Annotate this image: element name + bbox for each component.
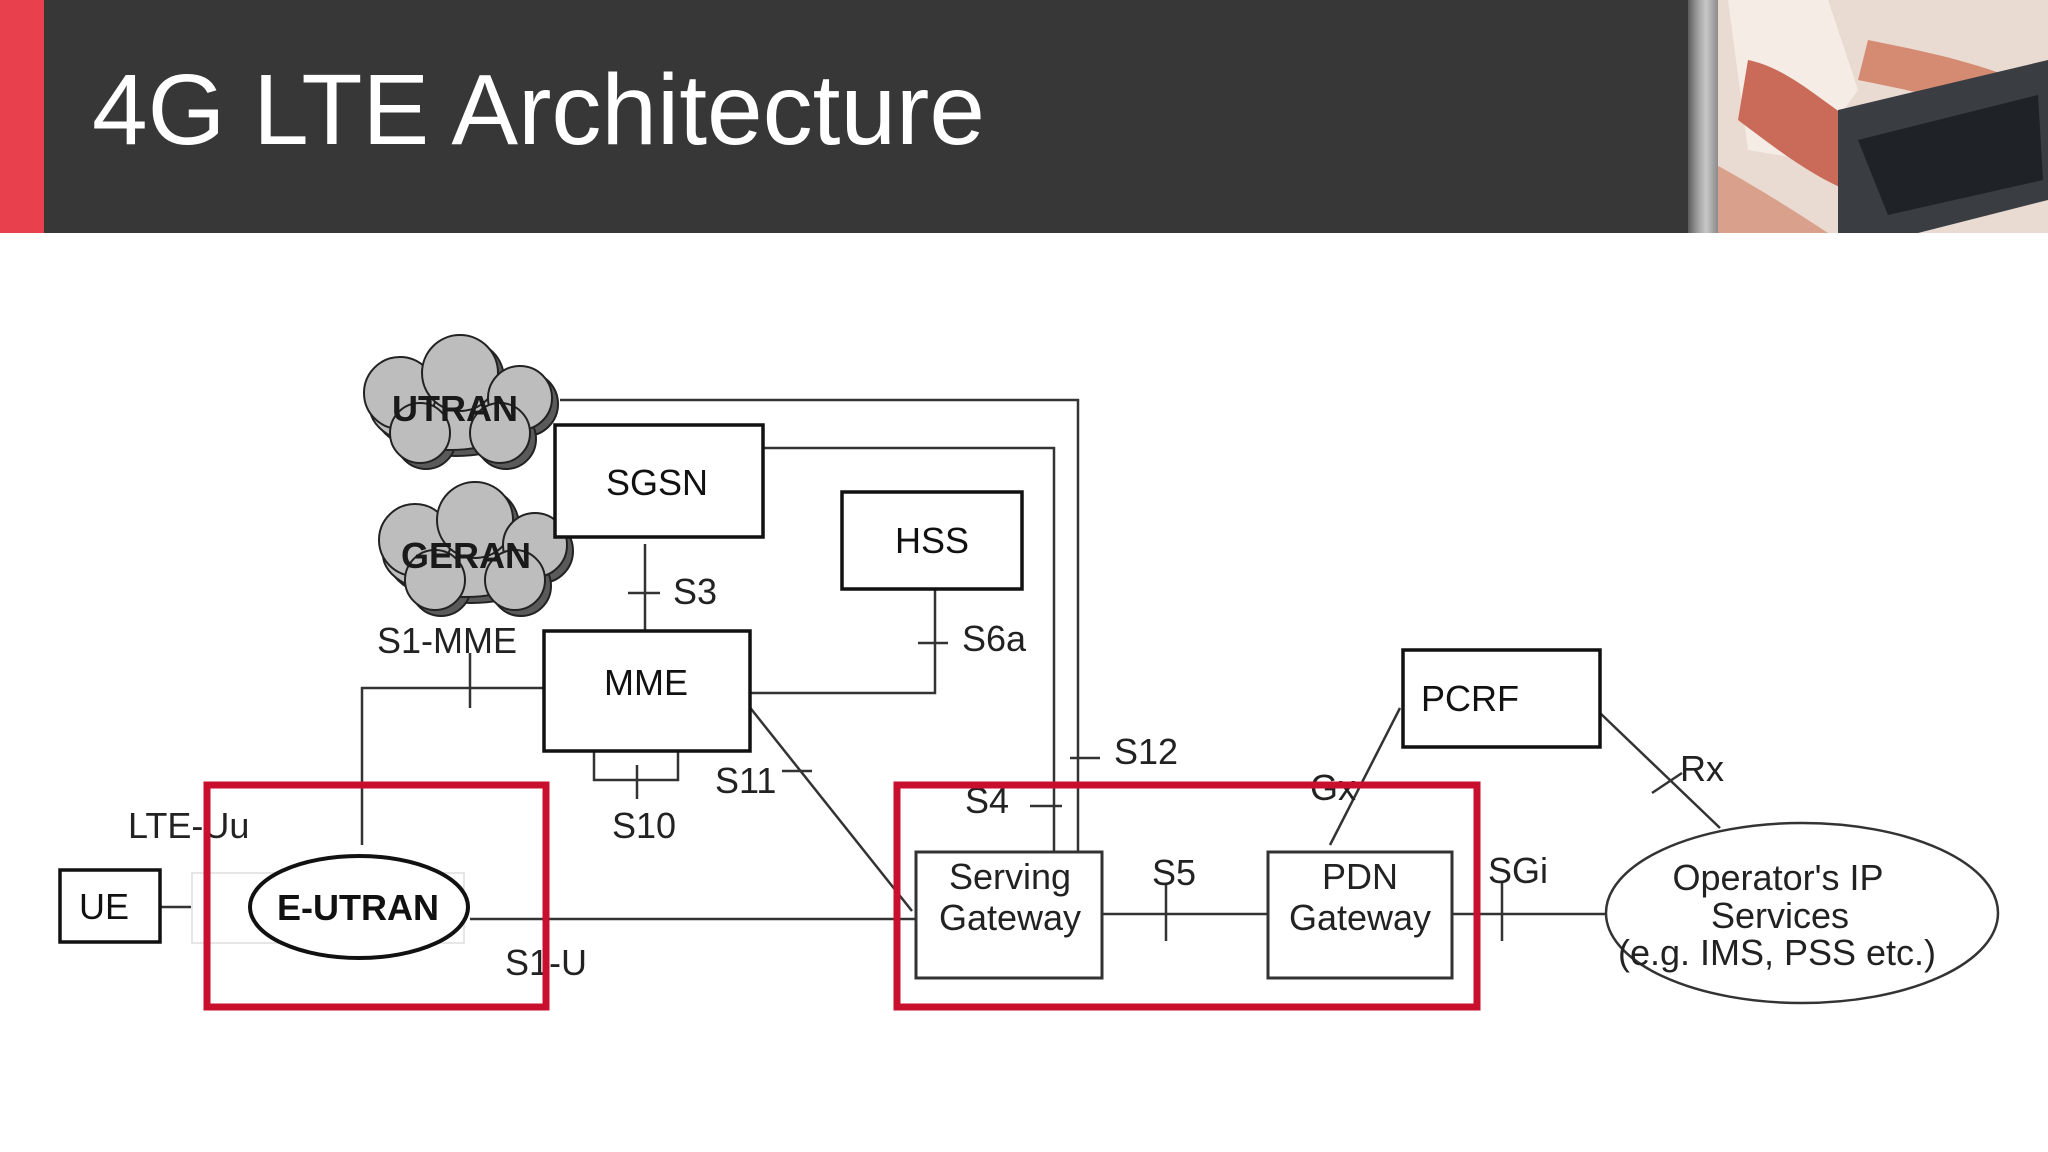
hss-label: HSS — [895, 520, 969, 561]
mme-serving-link — [739, 694, 913, 912]
s6a-label: S6a — [962, 618, 1027, 659]
lte-uu-label: LTE-Uu — [128, 805, 249, 846]
photo-divider — [1688, 0, 1718, 233]
pdn-gateway-label-1: PDN — [1322, 856, 1398, 897]
eutran-node: E-UTRAN — [191, 854, 470, 960]
ue-label: UE — [79, 886, 129, 927]
hss-mme-link — [745, 590, 937, 695]
pcrf-operator-link — [1599, 712, 1721, 829]
s12-label: S12 — [1114, 731, 1178, 772]
laptop-photo — [1688, 0, 2048, 233]
rx-label: Rx — [1680, 748, 1724, 789]
mme-eutran-link — [360, 686, 552, 845]
highlight-boxes — [203, 781, 1481, 1011]
rx-tick — [1651, 771, 1683, 795]
eutran-label: E-UTRAN — [277, 887, 439, 928]
sgsn-label: SGSN — [606, 462, 708, 503]
sgsn-node: SGSN — [553, 423, 765, 539]
sgi-label: SGi — [1488, 850, 1548, 891]
accent-bar — [0, 0, 44, 233]
utran-cloud-icon: UTRAN — [363, 334, 559, 470]
interface-labels: S3 S6a S1-MME S10 S11 S12 S4 S5 SGi Gx R… — [128, 571, 1724, 983]
pdn-gateway-node: PDN Gateway — [1266, 850, 1454, 980]
lte-architecture-diagram: UTRAN GERAN SGSN HSS MME — [58, 334, 2000, 1011]
geran-label: GERAN — [401, 535, 531, 576]
pdn-gateway-label-2: Gateway — [1289, 897, 1431, 938]
eutran-highlight-box — [203, 781, 550, 1011]
mme-label: MME — [604, 662, 688, 703]
operator-services-label-1: Operator's IP — [1673, 857, 1884, 898]
pcrf-label: PCRF — [1421, 678, 1519, 719]
serving-gateway-node: Serving Gateway — [914, 850, 1104, 980]
operator-services-label-2: Services — [1711, 895, 1849, 936]
hss-node: HSS — [840, 490, 1024, 591]
s11-label: S11 — [715, 760, 776, 801]
pcrf-node: PCRF — [1401, 648, 1602, 749]
utran-label: UTRAN — [392, 388, 518, 429]
connection-lines — [160, 398, 1721, 941]
geran-cloud-icon: GERAN — [378, 481, 574, 617]
s5-label: S5 — [1152, 852, 1196, 893]
mme-node: MME — [542, 629, 752, 753]
laptop-photo-illustration — [1688, 0, 2048, 233]
s1-mme-label: S1-MME — [377, 620, 517, 661]
s3-label: S3 — [673, 571, 717, 612]
gateways-highlight-box — [893, 781, 1481, 1011]
serving-gateway-label-1: Serving — [949, 856, 1071, 897]
ue-node: UE — [58, 868, 162, 944]
serving-gateway-label-2: Gateway — [939, 897, 1081, 938]
slide-title: 4G LTE Architecture — [92, 54, 985, 166]
utran-serving-link — [560, 398, 1080, 851]
pcrf-pdn-link — [1328, 707, 1402, 846]
sgsn-serving-link — [762, 446, 1056, 851]
operator-services-label-3: (e.g. IMS, PSS etc.) — [1618, 932, 1936, 973]
operator-services-node: Operator's IP Services (e.g. IMS, PSS et… — [1604, 821, 2000, 1005]
s10-label: S10 — [612, 805, 676, 846]
